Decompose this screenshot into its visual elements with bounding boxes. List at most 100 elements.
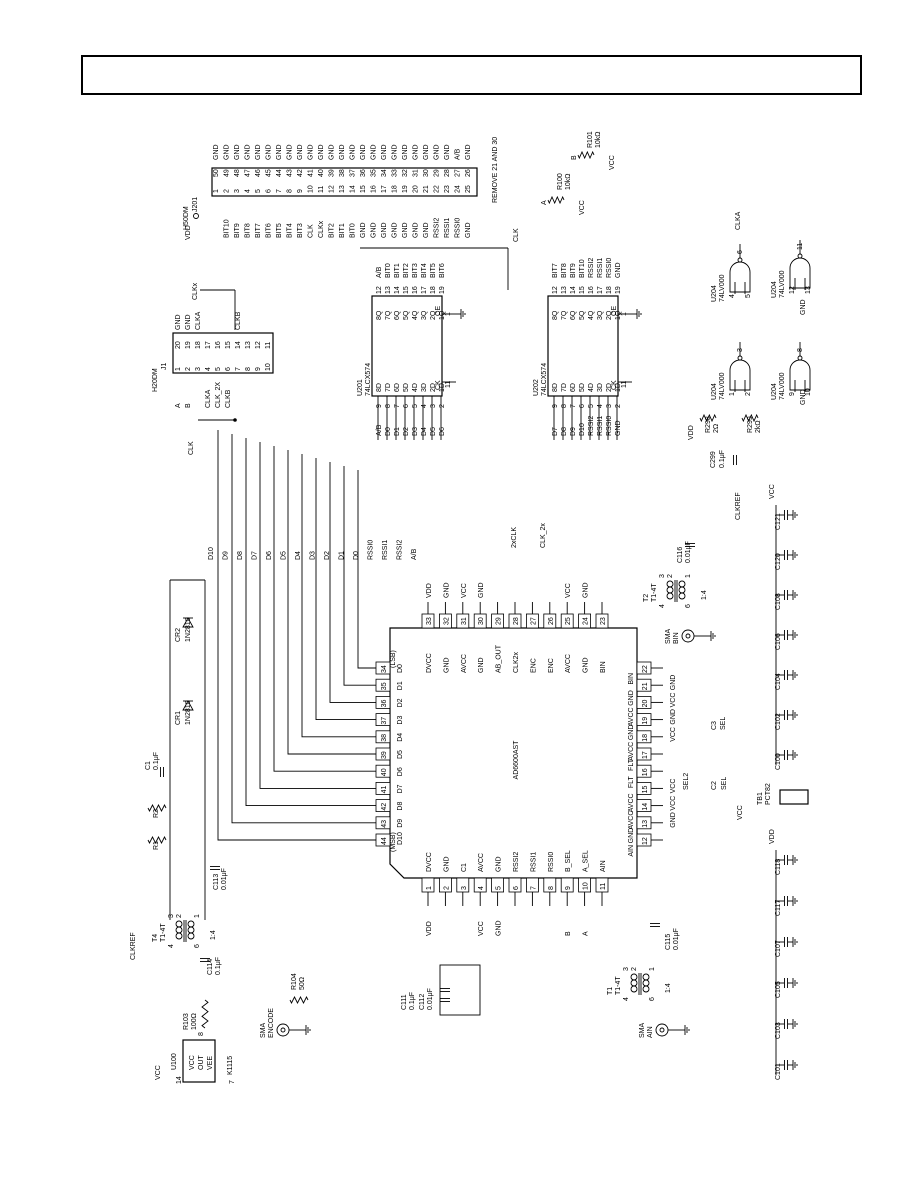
j201-pin-even: 40: [318, 169, 325, 177]
j201-net-even: GND: [308, 144, 315, 160]
top-cap-label-C108: C108: [775, 593, 782, 610]
u202-out-num: 12: [552, 286, 559, 294]
u201-in-num: 9: [376, 404, 383, 408]
pin-name-14: AVCC: [628, 811, 635, 830]
u201-in-pin: 8D: [376, 383, 383, 392]
u202-in-net: D9: [570, 427, 577, 436]
j201-net-even: GND: [213, 144, 220, 160]
pin-number-36: 36: [381, 700, 388, 708]
pin-number-27: 27: [530, 617, 537, 625]
c299-val: 0.1μF: [719, 450, 726, 468]
pin-number-41: 41: [381, 786, 388, 794]
t1-p3: 3: [623, 967, 630, 971]
pin-net-33: VDD: [426, 583, 433, 598]
bias-vdd: VDD: [688, 425, 695, 440]
t4-p3: 3: [168, 914, 175, 918]
bus-label-11: RSSI0: [368, 540, 375, 560]
clkref-left: CLKREF: [130, 932, 137, 960]
u202-out-net: RSSI1: [597, 258, 604, 278]
bus-label-5: D5: [281, 551, 288, 560]
clkx-label: CLKx: [192, 282, 199, 300]
j201-pin-even: 49: [224, 169, 231, 177]
u202-out-pin: 2Q: [606, 310, 613, 320]
pin-name-19: GND: [628, 725, 635, 741]
pin-number-12: 12: [642, 837, 649, 845]
t1-p1: 1: [649, 967, 656, 971]
j1-net-a: A: [175, 403, 182, 408]
u202-out-net: RSSI0: [606, 258, 613, 278]
c115-val: 0.01μF: [673, 928, 680, 950]
t4-coil: [187, 932, 195, 940]
j201-net-even: GND: [392, 144, 399, 160]
gate1-in2: 2: [745, 392, 752, 396]
t1-coil: [630, 973, 638, 981]
pin-name-D5: D5: [397, 750, 404, 759]
pin-name-13: GND: [628, 828, 635, 844]
bus-label-13: RSSI2: [397, 540, 404, 560]
u202-in-num: 4: [597, 404, 604, 408]
j1-pin-a: 6: [225, 367, 232, 371]
j201-net-odd: RSSI2: [434, 218, 441, 238]
pin-number-21: 21: [642, 682, 649, 690]
u201-in-num: 2: [439, 404, 446, 408]
j201-net-even: GND: [465, 144, 472, 160]
pin-net-4: VCC: [478, 921, 485, 936]
u202-in-net: RSSI0: [606, 416, 613, 436]
j201-pin-odd: 17: [381, 185, 388, 193]
j1-pin-a: 3: [195, 367, 202, 371]
j201-pin-odd: 22: [434, 185, 441, 193]
r103: [201, 999, 209, 1029]
pin-number-44: 44: [381, 837, 388, 845]
top-cap-label-C100: C100: [775, 753, 782, 770]
j1-pin-b: 15: [225, 341, 232, 349]
r104-ref: R104: [291, 973, 298, 990]
u201-out-net: BIT5: [430, 263, 437, 278]
sel-label-2: SEL: [720, 717, 727, 730]
gate2-in1: 4: [729, 294, 736, 298]
r299-ref: R299: [747, 416, 754, 433]
j201-pin-even: 39: [329, 169, 336, 177]
pin-number-23: 23: [600, 617, 607, 625]
data-bus-wire: [287, 450, 376, 755]
pin-name-22: BIN: [628, 673, 635, 685]
u201-out-num: 14: [394, 286, 401, 294]
pin-name-27: ENC: [530, 658, 537, 673]
data-bus-wire: [343, 466, 376, 686]
c299-ref: C299: [710, 451, 717, 468]
j201-pin-even: 44: [276, 169, 283, 177]
u201-out-net: BIT4: [421, 263, 428, 278]
j201-net-odd: GND: [465, 222, 472, 238]
res-vcc-R101: VCC: [609, 155, 616, 170]
u202-out-pin: 5Q: [579, 310, 586, 320]
u201-in-pin: 7D: [385, 383, 392, 392]
j201-net-odd: BIT5: [276, 223, 283, 238]
u202-out-num: 13: [561, 286, 568, 294]
u202-out-pin: 6Q: [570, 310, 577, 320]
pin-number-30: 30: [478, 617, 485, 625]
u202-in-net: D10: [579, 423, 586, 436]
j201-pin-even: 42: [297, 169, 304, 177]
pin-number-11: 11: [600, 883, 607, 890]
pin-number-31: 31: [461, 617, 468, 625]
j201-pin-even: 34: [381, 169, 388, 177]
j201-pin-odd: 25: [465, 185, 472, 193]
pin-number-43: 43: [381, 820, 388, 828]
u100-part: K1115: [227, 1056, 234, 1075]
pin-number-19: 19: [642, 717, 649, 725]
pin-net-21: GND: [670, 675, 677, 691]
bus-label-6: D4: [295, 551, 302, 560]
j201-pin-even: 45: [266, 169, 273, 177]
pin-name-6: RSSI2: [513, 852, 520, 872]
u202-in-pin: 3D: [597, 383, 604, 392]
u202-in-num: 7: [570, 404, 577, 408]
j201-pin-odd: 8: [287, 189, 294, 193]
t4-ratio: 1:4: [210, 930, 217, 940]
j201-pin-even: 46: [255, 169, 262, 177]
j201-pin-odd: 3: [234, 189, 241, 193]
gate3-in1: 9: [789, 392, 796, 396]
clkref-label: CLKREF: [735, 492, 742, 520]
pin-number-37: 37: [381, 717, 388, 725]
u201-out-net: BIT3: [412, 263, 419, 278]
pin-name-15: AVCC: [628, 793, 635, 812]
u201-in-pin: 3D: [421, 383, 428, 392]
